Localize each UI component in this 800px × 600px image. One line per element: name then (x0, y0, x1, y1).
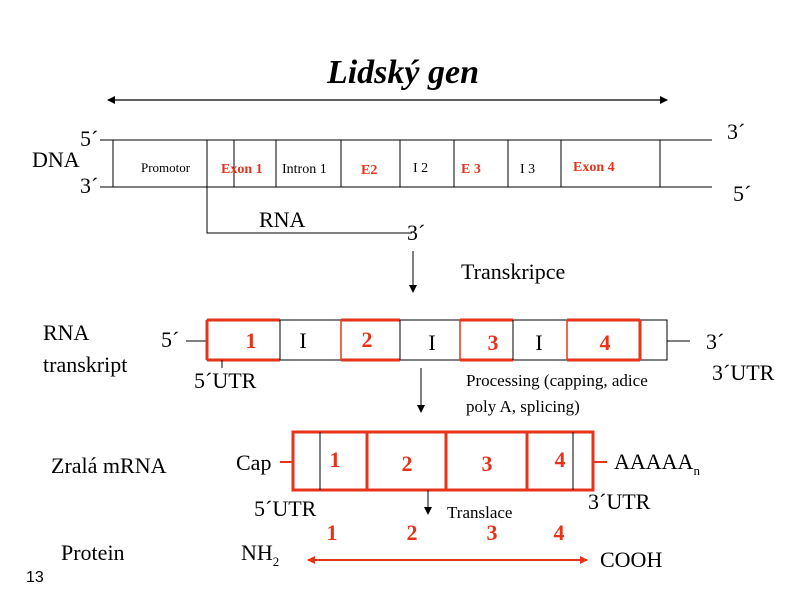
mrna-box (291, 430, 595, 492)
mrna-exon-3: 3 (482, 451, 493, 476)
transcript-exon-1: 1 (246, 328, 257, 353)
rna-end: 3´ (407, 220, 425, 245)
dna-segment-i2: I 2 (413, 161, 428, 176)
transcript-right-end: 3´ (706, 329, 724, 354)
protein-domain-4: 4 (554, 520, 565, 545)
protein-c-terminus: COOH (600, 547, 662, 572)
mrna-section: Zralá mRNA Cap AAAAAn 1 2 3 4 5´UTR 3´UT… (51, 430, 700, 522)
transcript-exon-4: 4 (600, 330, 611, 355)
transcript-3utr: 3´UTR (712, 360, 775, 385)
dna-bottom-right-end: 5´ (733, 181, 751, 206)
transcript-intron: I (535, 330, 542, 355)
transcript-box (206, 319, 668, 361)
slide-number: 13 (26, 569, 44, 586)
transcript-label-line1: RNA (43, 320, 90, 345)
dna-segment-promotor: Promotor (141, 160, 191, 175)
protein-label: Protein (61, 540, 125, 565)
processing-label-line1: Processing (capping, adice (466, 371, 648, 390)
processing-label-line2: poly A, splicing) (466, 397, 580, 416)
dna-segment-i3: I 3 (520, 162, 535, 177)
dna-segment-intron-1: Intron 1 (282, 162, 327, 177)
mrna-polya-tail: AAAAAn (614, 449, 700, 478)
mrna-3utr: 3´UTR (588, 489, 651, 514)
protein-domain-2: 2 (407, 520, 418, 545)
protein-section: Protein NH2 COOH 1 2 3 4 (61, 520, 662, 572)
protein-nh-subscript: 2 (273, 554, 280, 569)
dna-top-right-end: 3´ (727, 119, 745, 144)
dna-segment-e3: E 3 (461, 162, 481, 177)
rna-transcript-section: RNA transkript 5´ 3´ 1 I 2 I 3 I 4 5´UTR… (43, 318, 775, 416)
dna-top-left-end: 5´ (80, 126, 98, 151)
mrna-cap: Cap (236, 450, 271, 475)
dna-label: DNA (32, 147, 80, 172)
transcript-5utr: 5´UTR (194, 368, 257, 393)
transcript-intron: I (299, 328, 306, 353)
dna-segment-exon-1: Exon 1 (221, 162, 263, 177)
transcript-label-line2: transkript (43, 352, 127, 377)
dna-segment-e2: E2 (361, 163, 377, 178)
mrna-tail-text: AAAAA (614, 449, 694, 474)
mrna-exon-2: 2 (402, 451, 413, 476)
transcript-exon-3: 3 (488, 330, 499, 355)
page-title: Lidský gen (326, 54, 479, 91)
rna-start-line (206, 187, 412, 234)
protein-domain-3: 3 (487, 520, 498, 545)
dna-bottom-left-end: 3´ (80, 173, 98, 198)
dna-segment-exon-4: Exon 4 (573, 160, 615, 175)
mrna-exon-4: 4 (555, 447, 566, 472)
protein-n-terminus: NH2 (241, 540, 279, 569)
mrna-tail-subscript: n (693, 463, 700, 478)
protein-nh-text: NH (241, 540, 273, 565)
transcription-label: Transkripce (461, 259, 565, 284)
dna-section: DNA 5´ 3´ 3´ 5´ Promotor Exon 1 Intron 1… (32, 119, 751, 293)
mrna-exon-1: 1 (330, 447, 341, 472)
transcript-exon-2: 2 (362, 327, 373, 352)
translation-label: Translace (447, 503, 512, 522)
protein-domain-1: 1 (327, 520, 338, 545)
transcript-left-end: 5´ (161, 327, 179, 352)
rna-label: RNA (259, 207, 306, 232)
mrna-5utr: 5´UTR (254, 496, 317, 521)
transcript-intron: I (428, 330, 435, 355)
mrna-label: Zralá mRNA (51, 453, 167, 478)
